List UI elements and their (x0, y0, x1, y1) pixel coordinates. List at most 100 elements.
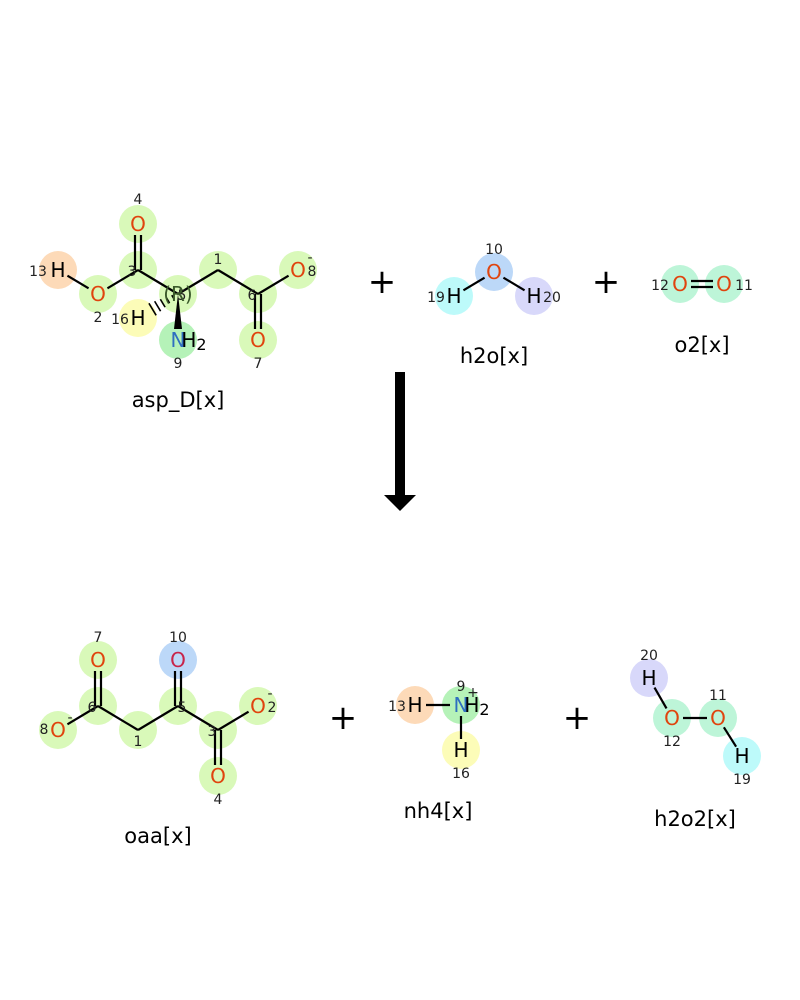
single-bond (137, 705, 179, 731)
atom-symbol: O (250, 328, 266, 352)
atom-highlight (475, 253, 513, 291)
single-bond (217, 710, 250, 731)
atom-index: 12 (663, 734, 681, 750)
single-bond (66, 274, 90, 290)
molecule-name: h2o2[x] (654, 807, 736, 831)
atom-symbol: H (407, 693, 422, 717)
atom-index: 3 (128, 264, 137, 280)
atom-index: 13 (29, 264, 47, 280)
single-bond (653, 686, 668, 710)
hash-bond (165, 296, 171, 304)
atom-highlight (239, 687, 277, 725)
atom-index: 6 (248, 288, 257, 304)
single-bond (137, 269, 179, 295)
atom-index: 5 (178, 700, 187, 716)
plus-sign: + (368, 262, 397, 302)
atom-symbol: H (453, 738, 468, 762)
hash-bond (171, 294, 175, 300)
atom-index: 20 (640, 648, 658, 664)
single-bond (106, 269, 139, 290)
atom-symbol: O (664, 706, 680, 730)
atom-index: 12 (651, 278, 669, 294)
hash-bond (148, 302, 157, 316)
single-bond (66, 705, 99, 726)
atom-highlight (79, 641, 117, 679)
atom-highlight (396, 686, 434, 724)
atom-symbol: H (641, 666, 656, 690)
atom-index: 20 (543, 290, 561, 306)
atom-highlight (119, 205, 157, 243)
atom-highlight (279, 251, 317, 289)
atom-symbol: H2 (181, 328, 206, 354)
atom-index: 11 (709, 688, 727, 704)
atom-highlight (39, 711, 77, 749)
atom-highlight (159, 321, 197, 359)
atom-highlight (79, 275, 117, 313)
atom-charge: - (267, 686, 272, 702)
atom-index: 6 (88, 700, 97, 716)
plus-sign: + (563, 698, 592, 738)
molecule-name: oaa[x] (124, 824, 191, 848)
single-bond (177, 705, 219, 731)
atom-index: 4 (134, 192, 143, 208)
single-bond (97, 705, 139, 731)
atom-highlight (723, 737, 761, 775)
atom-index: 2 (268, 700, 277, 716)
single-bond (217, 269, 259, 295)
atom-symbol: O (486, 260, 502, 284)
atom-symbol: O (130, 212, 146, 236)
hash-bond (153, 300, 162, 312)
atom-highlight (159, 641, 197, 679)
single-bond (462, 276, 486, 292)
atom-highlight (39, 251, 77, 289)
atom-highlight (630, 659, 668, 697)
atom-symbol: O (710, 706, 726, 730)
atom-symbol: H (50, 258, 65, 282)
plus-sign: + (329, 698, 358, 738)
wedge-bond (174, 294, 182, 329)
atom-highlight (661, 265, 699, 303)
atom-symbol: H (734, 744, 749, 768)
atom-charge: - (307, 250, 312, 266)
atom-index: 3 (208, 724, 217, 740)
atom-highlight (705, 265, 743, 303)
atom-index: 10 (485, 242, 503, 258)
single-bond (502, 276, 526, 292)
atom-index: 7 (254, 356, 263, 372)
atom-highlight (653, 699, 691, 737)
molecule-name: h2o[x] (460, 344, 528, 368)
plus-sign: + (592, 262, 621, 302)
atom-index: 5 (178, 288, 187, 304)
atom-index: 8 (308, 264, 317, 280)
atom-index: 4 (214, 792, 223, 808)
atom-charge: + (467, 685, 479, 701)
atom-highlight (442, 686, 480, 724)
atom-symbol: O (210, 764, 226, 788)
molecule-name: o2[x] (674, 333, 729, 357)
reaction-arrow (384, 372, 416, 511)
atom-symbol: O (90, 648, 106, 672)
atom-index: 1 (214, 252, 223, 268)
atom-symbol: N (171, 328, 186, 352)
single-bond (722, 726, 738, 748)
single-bond (177, 269, 219, 295)
atom-index: 1 (134, 734, 143, 750)
atom-index: 7 (94, 630, 103, 646)
atom-index: 19 (733, 772, 751, 788)
atom-symbol: O (170, 648, 186, 672)
atom-highlight (435, 277, 473, 315)
molecule-name: nh4[x] (404, 799, 473, 823)
atom-symbol: O (90, 282, 106, 306)
atom-index: 19 (427, 290, 445, 306)
atom-index: 8 (40, 722, 49, 738)
atom-highlight (515, 277, 553, 315)
atom-index: 9 (174, 356, 183, 372)
atom-highlight (442, 731, 480, 769)
atom-highlight (699, 699, 737, 737)
